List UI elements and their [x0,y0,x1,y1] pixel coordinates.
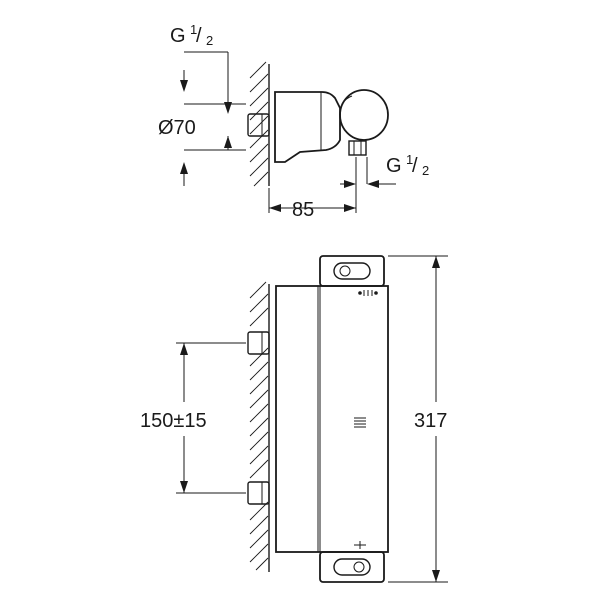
arrow-down-icon [224,102,232,114]
inlet-connector-upper [247,331,270,355]
front-view: 150±15 317 [140,255,448,583]
diameter-label: Ø70 [158,117,196,139]
top-thread-label: G [170,25,186,47]
length-label: 317 [414,410,447,432]
top-thread-sup: 1 [190,22,197,37]
arrow-left-icon [269,204,281,212]
inlet-connector-lower [247,481,270,505]
bottom-handle-slot [333,558,371,576]
svg-text:/: / [412,155,418,177]
arrow-right-icon [344,204,356,212]
mixer-body-front [275,285,389,553]
wall-hatching-bottom [249,281,269,571]
top-thread-sub: 2 [206,33,213,48]
top-handle-slot [333,262,371,280]
outlet-nozzle-side [348,140,367,156]
svg-text:/: / [196,25,202,47]
arrow-up-icon [180,343,188,355]
wall-hatching-top [249,61,269,187]
side-thread-sup: 1 [406,152,413,167]
arrow-up-icon [432,256,440,268]
arrow-up-icon [180,162,188,174]
side-thread-sub: 2 [422,163,429,178]
top-handle-block [319,255,385,287]
mixer-body-side [274,91,341,163]
spacing-label: 150±15 [140,410,207,432]
arrow-right-icon [344,180,356,188]
inlet-connector-side [247,113,270,137]
arrow-up-icon [224,136,232,148]
depth-label: 85 [292,199,314,221]
scale-marks-middle [354,417,366,428]
arrow-left-icon [367,180,379,188]
handle-disc-side [339,89,389,141]
side-view: G 1 / 2 Ø70 G 1 / 2 85 [158,22,429,221]
arrow-down-icon [180,481,188,493]
scale-marks-top [358,290,378,296]
scale-marks-bottom [354,541,366,549]
side-thread-label: G [386,155,402,177]
arrow-down-icon [180,80,188,92]
bottom-handle-block [319,551,385,583]
arrow-down-icon [432,570,440,582]
